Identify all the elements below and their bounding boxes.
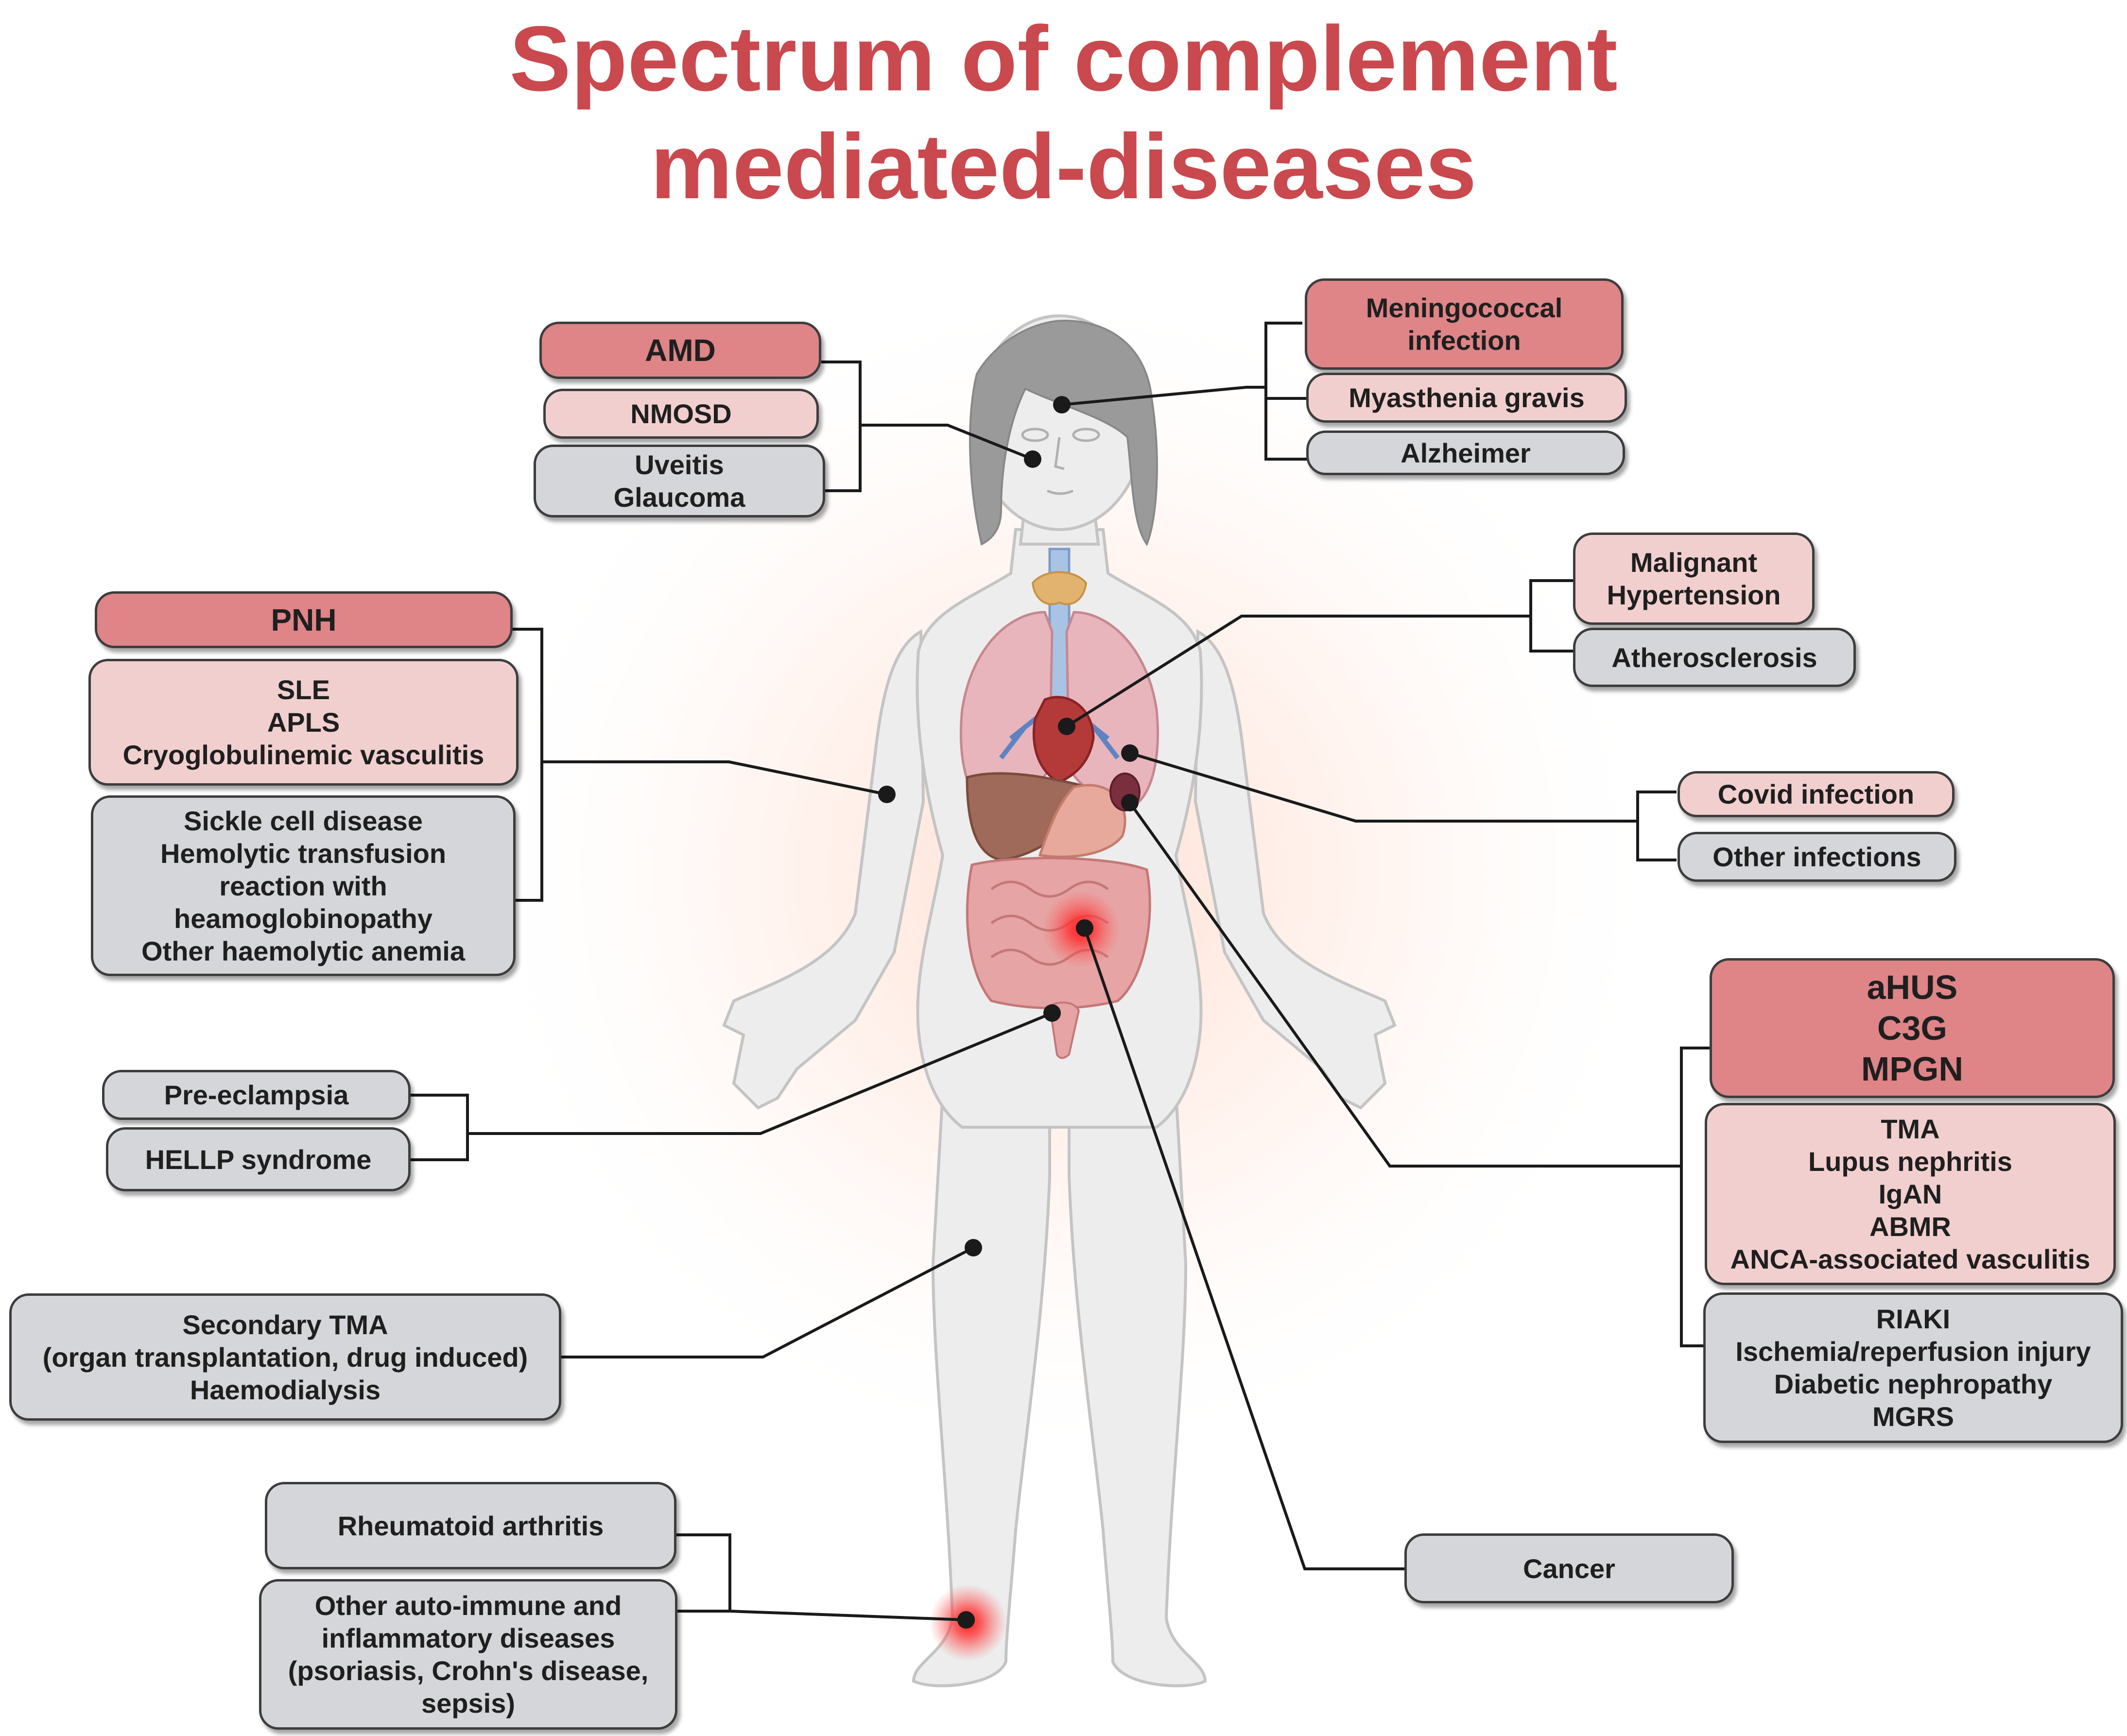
box-text-line: (psoriasis, Crohn's disease, bbox=[288, 1655, 649, 1686]
box-text-line: MGRS bbox=[1872, 1401, 1954, 1432]
box-pre-eclampsia: Pre-eclampsia bbox=[102, 1070, 411, 1120]
box-text-line: Other haemolytic anemia bbox=[141, 935, 465, 966]
box-cancer: Cancer bbox=[1404, 1533, 1734, 1603]
box-text-line: SLE bbox=[277, 674, 330, 705]
box-text-line: Secondary TMA bbox=[182, 1309, 388, 1340]
box-text-line: ABMR bbox=[1869, 1211, 1951, 1242]
box-text-line: HELLP syndrome bbox=[145, 1144, 372, 1175]
box-text-line: Pre-eclampsia bbox=[164, 1080, 349, 1110]
box-text-line: Uveitis bbox=[635, 449, 724, 480]
box-other-infections: Other infections bbox=[1677, 832, 1956, 882]
box-text-line: MPGN bbox=[1861, 1050, 1963, 1088]
box-text-line: APLS bbox=[267, 707, 340, 738]
box-text-line: heamoglobinopathy bbox=[174, 903, 432, 934]
connector-dots bbox=[878, 396, 1139, 1629]
box-myasthenia-gravis: Myasthenia gravis bbox=[1306, 373, 1627, 423]
box-text-line: infection bbox=[1407, 325, 1521, 356]
box-text-line: Hypertension bbox=[1607, 580, 1781, 610]
box-pnh: PNH bbox=[95, 591, 513, 648]
figure-title: Spectrum of complement mediated-diseases bbox=[0, 0, 2127, 221]
box-text-line: Ischemia/reperfusion injury bbox=[1735, 1336, 2091, 1367]
box-text-line: Cancer bbox=[1523, 1553, 1615, 1584]
box-text-line: Myasthenia gravis bbox=[1349, 382, 1585, 413]
hair bbox=[969, 319, 1158, 547]
box-atherosclerosis: Atherosclerosis bbox=[1573, 628, 1856, 687]
title-line-2: mediated-diseases bbox=[650, 115, 1477, 218]
box-nmosd: NMOSD bbox=[543, 389, 819, 439]
thyroid-icon bbox=[1031, 571, 1088, 605]
title-line-1: Spectrum of complement bbox=[509, 7, 1618, 110]
box-text-line: Meningococcal bbox=[1366, 292, 1563, 323]
box-text-line: Malignant bbox=[1630, 547, 1758, 578]
box-text-line: ANCA-associated vasculitis bbox=[1730, 1244, 2091, 1274]
box-text-line: aHUS bbox=[1867, 968, 1958, 1006]
box-hellp-syndrome: HELLP syndrome bbox=[106, 1127, 411, 1191]
box-text-line: Haemodialysis bbox=[190, 1374, 381, 1405]
organs bbox=[959, 548, 1159, 1059]
box-text-line: TMA bbox=[1881, 1114, 1940, 1144]
box-text-line: Atherosclerosis bbox=[1611, 642, 1817, 673]
box-text-line: NMOSD bbox=[630, 398, 732, 429]
box-text-line: inflammatory diseases bbox=[321, 1623, 615, 1653]
box-text-line: Other auto-immune and bbox=[314, 1590, 622, 1621]
box-text-line: Lupus nephritis bbox=[1808, 1146, 2012, 1177]
box-text-line: Diabetic nephropathy bbox=[1774, 1369, 2053, 1399]
box-text-line: Cryoglobulinemic vasculitis bbox=[122, 739, 484, 770]
box-secondary-tma: Secondary TMA(organ transplantation, dru… bbox=[9, 1293, 561, 1421]
face bbox=[1021, 428, 1100, 495]
box-text-line: reaction with bbox=[219, 870, 387, 901]
box-text-line: IgAN bbox=[1878, 1179, 1942, 1209]
box-text-line: Alzheimer bbox=[1401, 437, 1531, 468]
box-text-line: Hemolytic transfusion bbox=[160, 838, 447, 869]
box-text-line: PNH bbox=[271, 602, 337, 637]
box-text-line: Rheumatoid arthritis bbox=[337, 1510, 604, 1541]
box-covid-infection: Covid infection bbox=[1677, 771, 1954, 817]
connector-lines bbox=[411, 322, 1713, 1621]
box-text-line: C3G bbox=[1877, 1009, 1947, 1047]
box-text-line: RIAKI bbox=[1876, 1304, 1951, 1334]
box-text-line: Glaucoma bbox=[613, 482, 745, 513]
box-text-line: AMD bbox=[645, 333, 716, 368]
box-text-line: Covid infection bbox=[1717, 779, 1915, 809]
box-amd: AMD bbox=[539, 322, 821, 379]
box-text-line: Sickle cell disease bbox=[184, 805, 423, 836]
box-rheumatoid-arthritis: Rheumatoid arthritis bbox=[265, 1482, 676, 1569]
box-text-line: Other infections bbox=[1712, 842, 1921, 872]
box-text-line: sepsis) bbox=[421, 1688, 515, 1719]
box-text-line: (organ transplantation, drug induced) bbox=[42, 1341, 528, 1373]
box-alzheimer: Alzheimer bbox=[1306, 430, 1625, 475]
